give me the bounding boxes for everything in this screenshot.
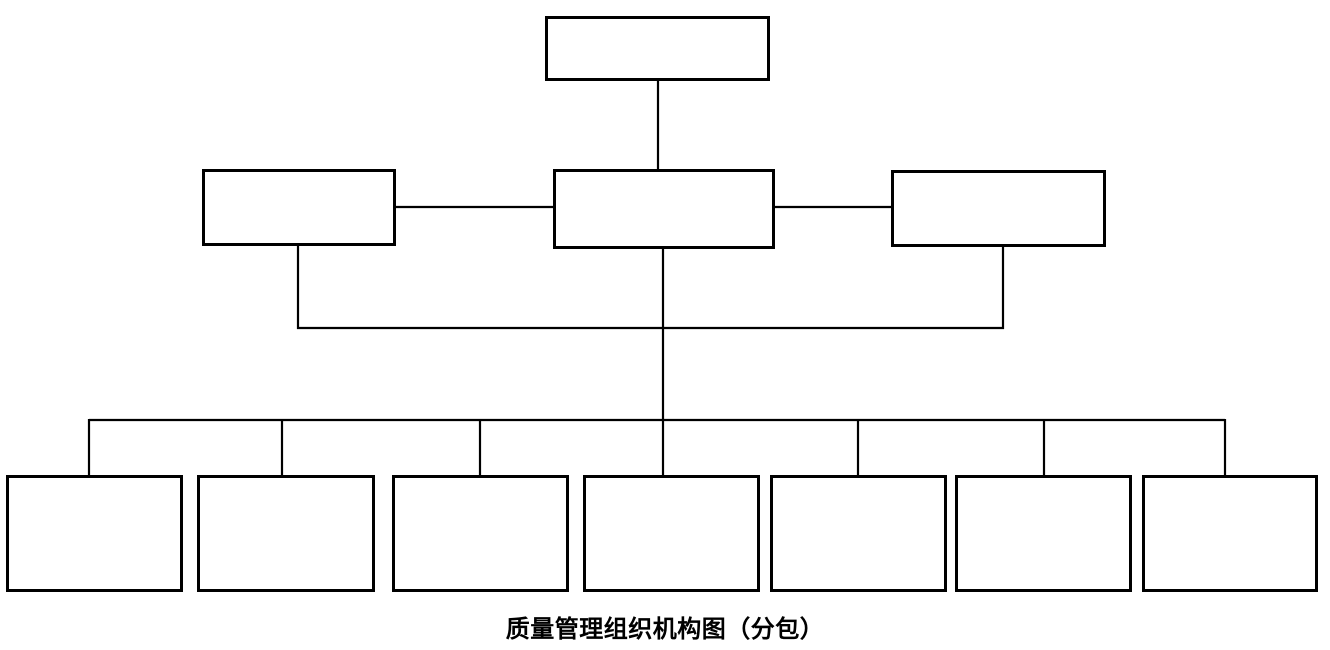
org-box-bottom-3 bbox=[392, 475, 569, 592]
org-box-bottom-5 bbox=[770, 475, 947, 592]
org-box-mid-center bbox=[553, 169, 775, 249]
org-box-top bbox=[545, 16, 770, 81]
org-box-bottom-4 bbox=[583, 475, 760, 592]
org-box-bottom-7 bbox=[1142, 475, 1318, 592]
org-box-mid-right bbox=[891, 170, 1106, 247]
org-box-bottom-6 bbox=[955, 475, 1132, 592]
org-box-bottom-1 bbox=[6, 475, 183, 592]
diagram-caption: 质量管理组织机构图（分包） bbox=[505, 617, 825, 643]
org-box-bottom-2 bbox=[197, 475, 375, 592]
org-box-mid-left bbox=[202, 169, 396, 246]
